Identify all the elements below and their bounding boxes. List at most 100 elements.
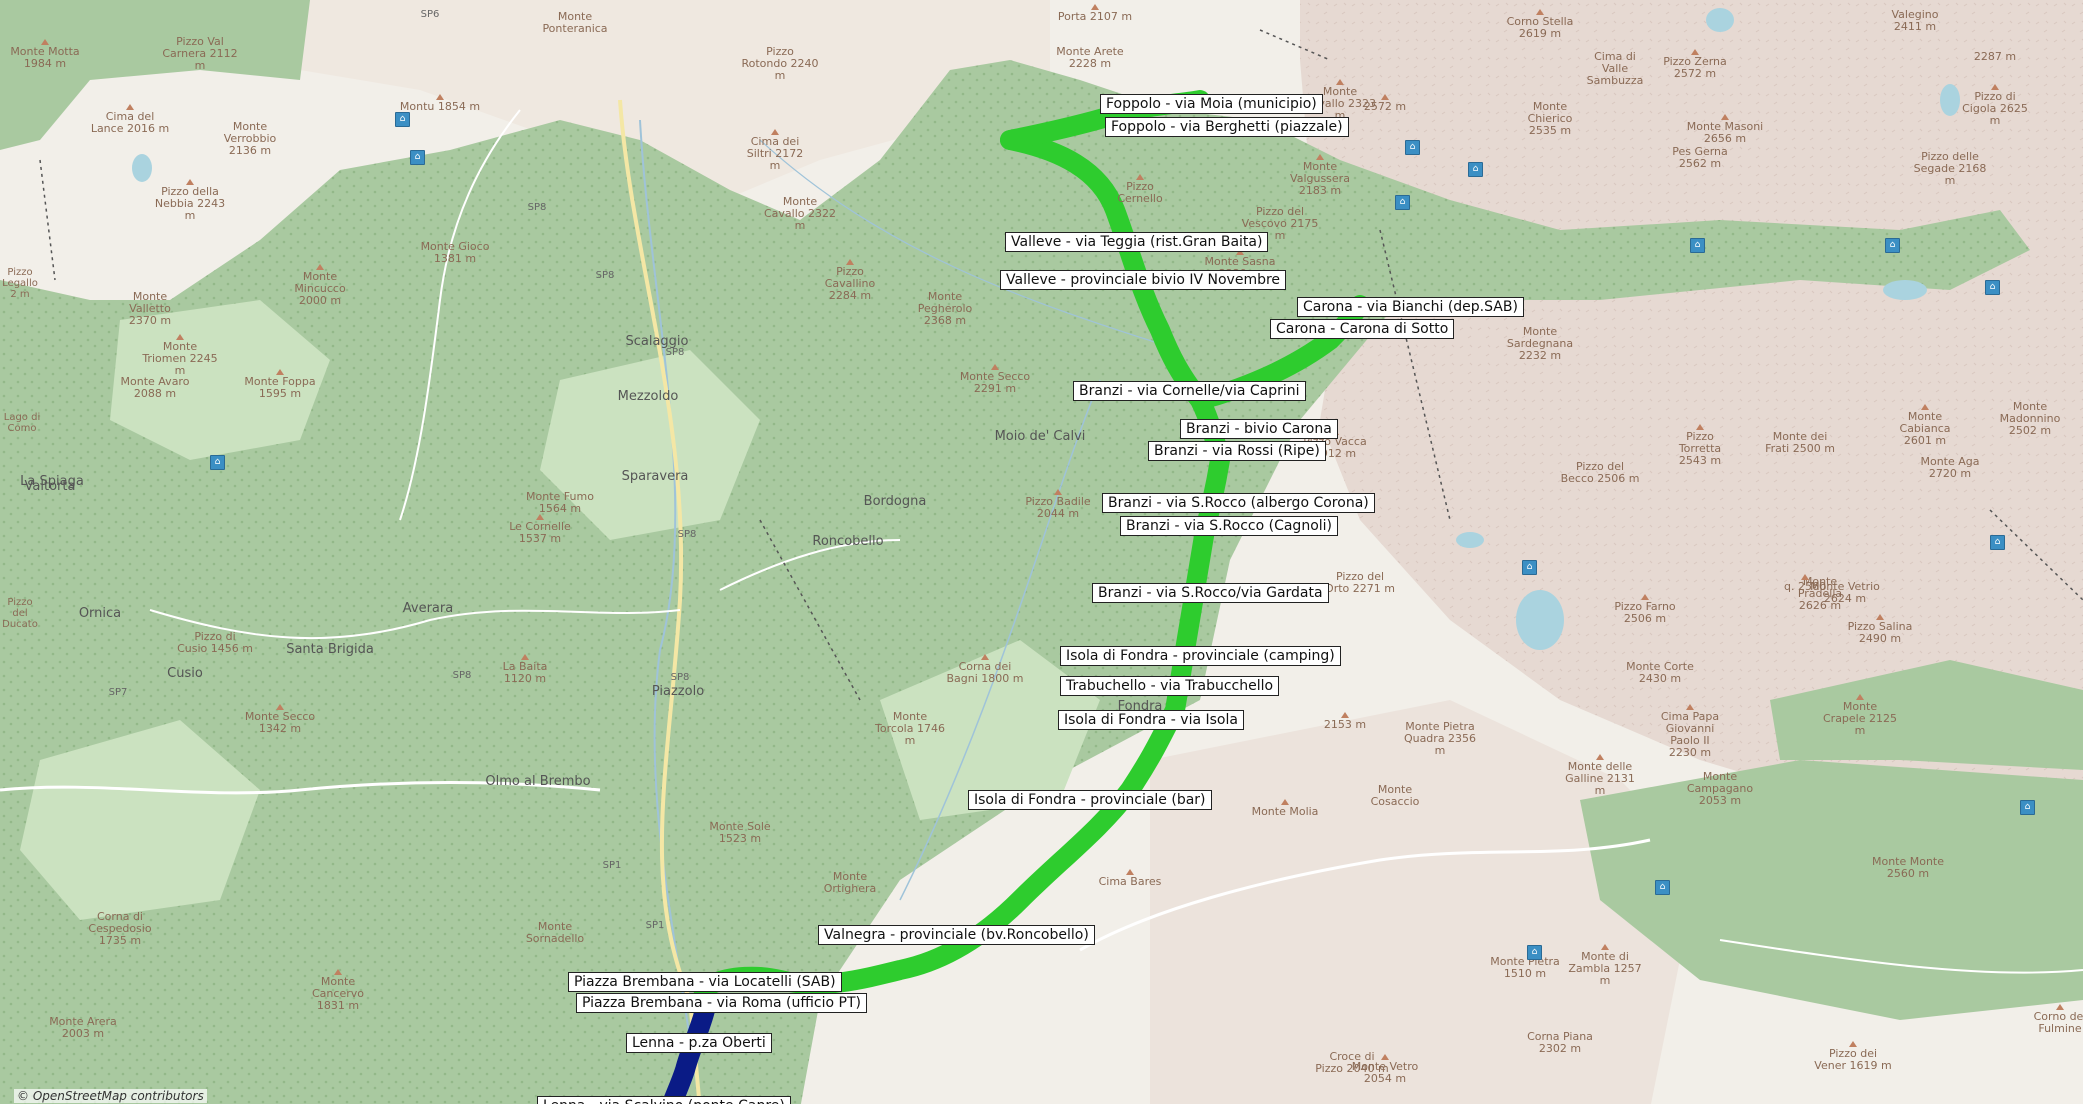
peak-marker	[1341, 712, 1349, 718]
bus-stop-label[interactable]: Isola di Fondra - provinciale (camping)	[1060, 646, 1341, 666]
poi-shelter-icon[interactable]: ⌂	[1405, 140, 1420, 155]
bus-route-main[interactable]	[700, 130, 1230, 995]
poi-shelter-icon[interactable]: ⌂	[395, 112, 410, 127]
bus-stop-label[interactable]: Piazza Brembana - via Locatelli (SAB)	[568, 972, 842, 992]
road-label: SP8	[453, 670, 472, 681]
poi-shelter-icon[interactable]: ⌂	[1985, 280, 2000, 295]
bus-stop-label[interactable]: Lenna - p.za Oberti	[626, 1033, 772, 1053]
peak-marker	[1336, 79, 1344, 85]
poi-shelter-icon[interactable]: ⌂	[1527, 945, 1542, 960]
stream-1	[899, 379, 1101, 901]
ski-lift-5	[1989, 509, 2083, 601]
bus-stop-label[interactable]: Valnegra - provinciale (bv.Roncobello)	[818, 925, 1095, 945]
poi-shelter-icon[interactable]: ⌂	[1468, 162, 1483, 177]
terrain-forest-east	[1770, 660, 2083, 770]
terrain-forest-west	[0, 0, 310, 150]
peak-label: Monte Molia	[1252, 805, 1319, 818]
bus-stop-label[interactable]: Trabuchello - via Trabucchello	[1060, 676, 1280, 696]
poi-shelter-icon[interactable]: ⌂	[210, 455, 225, 470]
terrain-meadow-3	[880, 640, 1100, 820]
lake-1	[132, 154, 152, 182]
peak-marker	[1136, 174, 1144, 180]
bus-stop-label[interactable]: Isola di Fondra - provinciale (bar)	[968, 790, 1212, 810]
bus-stop-label[interactable]: Branzi - bivio Carona	[1180, 419, 1338, 439]
peak-marker	[126, 104, 134, 110]
peak-marker	[1316, 154, 1324, 160]
bus-stop-label[interactable]: Valleve - provinciale bivio IV Novembre	[1000, 270, 1287, 290]
poi-shelter-icon[interactable]: ⌂	[1655, 880, 1670, 895]
peak-marker	[1696, 424, 1704, 430]
road-label: SP8	[528, 202, 547, 213]
bus-stop-label[interactable]: Branzi - via S.Rocco/via Gardata	[1092, 583, 1329, 603]
road-label: SP7	[109, 687, 128, 698]
poi-shelter-icon[interactable]: ⌂	[1395, 195, 1410, 210]
poi-shelter-icon[interactable]: ⌂	[2020, 800, 2035, 815]
bus-stop-label[interactable]: Branzi - via S.Rocco (albergo Corona)	[1102, 493, 1375, 513]
terrain-meadow-1	[110, 300, 330, 460]
bus-stop-label[interactable]: Carona - Carona di Sotto	[1270, 319, 1455, 339]
map-attribution[interactable]: © OpenStreetMap contributors	[14, 1089, 207, 1103]
poi-shelter-icon[interactable]: ⌂	[1690, 238, 1705, 253]
bus-stop-label[interactable]: Foppolo - via Berghetti (piazzale)	[1105, 117, 1349, 137]
bus-stop-label[interactable]: Branzi - via Rossi (Ripe)	[1148, 441, 1326, 461]
town-label: Averara	[403, 601, 453, 616]
ski-lift-4	[39, 159, 56, 281]
peak-marker	[316, 264, 324, 270]
peak-marker	[1849, 1041, 1857, 1047]
bus-stop-label[interactable]: Branzi - via Cornelle/via Caprini	[1073, 381, 1306, 401]
peak-marker	[1126, 869, 1134, 875]
peak-marker	[981, 654, 989, 660]
peak-label: q. 2560	[1784, 580, 1826, 593]
terrain-forest-southeast	[1580, 760, 2083, 1020]
peak-marker	[1596, 754, 1604, 760]
road-label: SP8	[671, 672, 690, 683]
poi-shelter-icon[interactable]: ⌂	[1885, 238, 1900, 253]
poi-shelter-icon[interactable]: ⌂	[1990, 535, 2005, 550]
bus-stop-label[interactable]: Valleve - via Teggia (rist.Gran Baita)	[1005, 232, 1269, 252]
peak-marker	[1876, 614, 1884, 620]
road-label: SP8	[678, 529, 697, 540]
poi-shelter-icon[interactable]: ⌂	[410, 150, 425, 165]
poi-shelter-icon[interactable]: ⌂	[1522, 560, 1537, 575]
bus-stop-label[interactable]: Foppolo - via Moia (municipio)	[1100, 94, 1323, 114]
peak-marker	[276, 704, 284, 710]
terrain-forest-main	[0, 60, 2030, 1109]
peak-label: Cima Bares	[1099, 875, 1162, 888]
bus-stop-label[interactable]: Isola di Fondra - via Isola	[1058, 710, 1244, 730]
road-east	[1079, 838, 1651, 952]
bus-stop-label[interactable]: Carona - via Bianchi (dep.SAB)	[1297, 297, 1524, 317]
bus-stop-label[interactable]: Piazza Brembana - via Roma (ufficio PT)	[576, 993, 867, 1013]
bus-stop-label[interactable]: Branzi - via S.Rocco (Cagnoli)	[1120, 516, 1339, 536]
